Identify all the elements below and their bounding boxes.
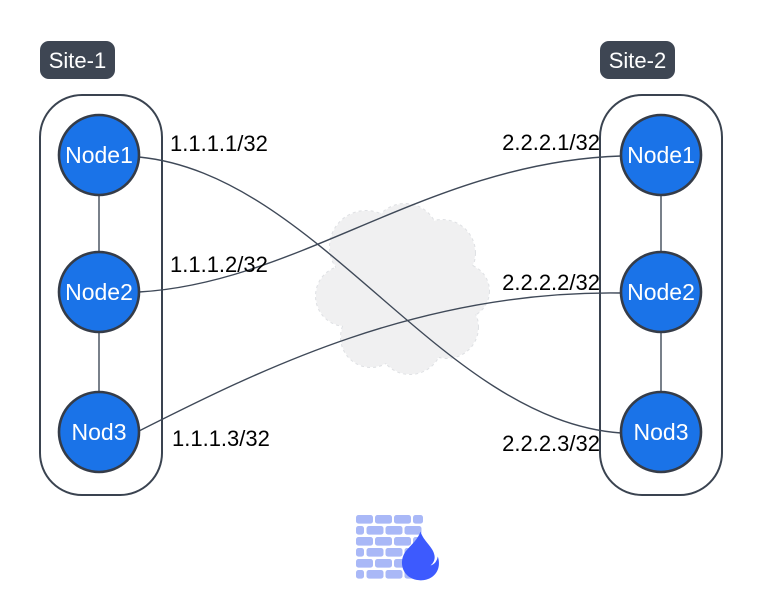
- firewall-icon: [356, 515, 439, 581]
- site1-node2-circle: [57, 250, 141, 334]
- site2-node2-label: Node2: [627, 279, 695, 305]
- site-2-nodes: Node1 Node2 Nod3: [619, 113, 703, 474]
- site2-nod3-circle: [619, 390, 703, 474]
- site-2-badge-label: Site-2: [609, 48, 666, 73]
- site2-node1-circle: [619, 113, 703, 197]
- flame-icon: [401, 531, 439, 581]
- ip-label-site1-node2: 1.1.1.2/32: [170, 252, 268, 277]
- link-site1node2-site2node1: [138, 155, 622, 293]
- ip-label-site2-node1: 2.2.2.1/32: [502, 130, 600, 155]
- link-site1node1-site2nod3: [138, 156, 622, 434]
- site-1-nodes: Node1 Node2 Nod3: [57, 113, 141, 474]
- site1-nod3-label: Nod3: [72, 419, 127, 445]
- site-1-badge-rect: [40, 41, 115, 79]
- site2-node2-circle: [619, 250, 703, 334]
- inter-site-links: [138, 155, 622, 434]
- ip-label-site1-node1: 1.1.1.1/32: [170, 131, 268, 156]
- ip-label-site1-nod3: 1.1.1.3/32: [172, 426, 270, 451]
- site-1-badge: Site-1: [40, 41, 115, 79]
- intra-site-links: [98, 195, 662, 392]
- site1-node1-circle: [57, 113, 141, 197]
- ip-label-site2-node2: 2.2.2.2/32: [502, 270, 600, 295]
- site-1-badge-label: Site-1: [49, 48, 106, 73]
- site1-node2-label: Node2: [65, 279, 133, 305]
- link-site1nod3-site2node2: [138, 292, 622, 432]
- site-2-badge: Site-2: [600, 41, 675, 79]
- site2-node1-label: Node1: [627, 142, 695, 168]
- site2-nod3-label: Nod3: [634, 419, 689, 445]
- ip-label-site2-nod3: 2.2.2.3/32: [502, 431, 600, 456]
- site1-node1-label: Node1: [65, 142, 133, 168]
- site-2-badge-rect: [600, 41, 675, 79]
- site1-nod3-circle: [57, 390, 141, 474]
- ip-labels: 1.1.1.1/32 1.1.1.2/32 1.1.1.3/32 2.2.2.1…: [170, 130, 600, 456]
